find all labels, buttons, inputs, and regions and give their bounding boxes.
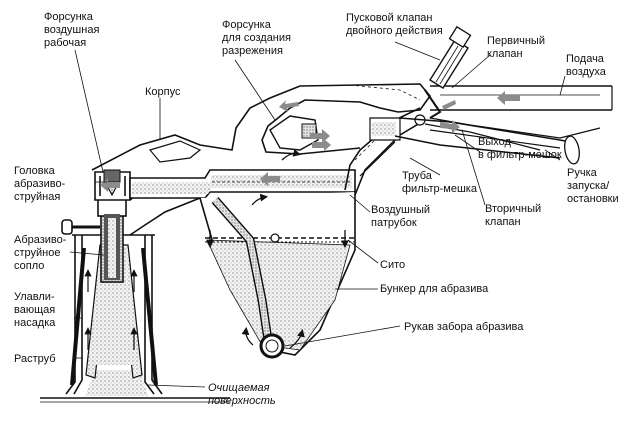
label-vacuum-nozzle: Форсунка для создания разрежения	[222, 19, 294, 57]
label-blast-nozzle: Абразиво- струйное сопло	[14, 234, 70, 272]
flow-arrows	[100, 91, 520, 192]
label-capture-attachment: Улавли- вающая насадка	[14, 291, 58, 329]
label-exit-filter-bag: Выход в фильтр-мешок	[478, 136, 562, 161]
start-valve	[414, 25, 472, 126]
label-air-supply: Подача воздуха	[566, 53, 607, 78]
arrow-vacuum-1	[279, 100, 299, 112]
arrow-exit-1	[440, 120, 460, 133]
curved-arrows	[206, 149, 349, 349]
label-secondary-valve: Вторичный клапан	[485, 203, 544, 228]
arrow-channel-mid	[260, 172, 280, 186]
leader-lines	[69, 41, 566, 388]
abrasive-hopper	[199, 192, 356, 356]
label-bell: Раструб	[14, 353, 56, 365]
device-drawing	[40, 25, 613, 403]
air-pipe	[344, 107, 426, 196]
label-start-valve: Пусковой клапан двойного действия	[346, 12, 443, 37]
label-start-stop-handle: Ручка запуска/ остановки	[567, 167, 619, 205]
label-air-pipe: Воздушный патрубок	[371, 204, 433, 229]
blast-nozzle	[97, 195, 127, 283]
abrasive-intake-hose	[211, 197, 285, 359]
vacuum-nozzle	[269, 115, 401, 151]
adjustment-knob	[61, 219, 100, 235]
label-surface: Очищаемая поверхность	[208, 382, 276, 407]
capture-attachment	[65, 234, 163, 395]
label-blast-head: Головка абразиво- струйная	[14, 165, 68, 203]
arrow-channel-left	[100, 178, 120, 192]
air-supply-pipe	[430, 85, 613, 111]
diagram-labels: Форсунка воздушная рабочая Корпус Форсун…	[14, 11, 619, 407]
label-housing: Корпус	[145, 86, 181, 98]
dashed-air-line	[349, 84, 421, 101]
arrow-air-supply	[497, 91, 520, 105]
label-abrasive-hopper: Бункер для абразива	[380, 283, 489, 295]
label-sieve: Сито	[380, 259, 405, 271]
label-air-nozzle-working: Форсунка воздушная рабочая	[44, 11, 102, 49]
label-filter-bag-tube: Труба фильтр-мешка	[402, 170, 478, 195]
arrow-primary	[442, 100, 456, 110]
label-primary-valve: Первичный клапан	[487, 35, 548, 60]
label-abrasive-intake-hose: Рукав забора абразива	[404, 321, 524, 333]
arrow-vacuum-2	[310, 129, 330, 143]
sieve	[205, 237, 355, 243]
cleaned-surface	[40, 397, 230, 403]
capture-airflow-arrows	[84, 269, 138, 350]
arrow-vacuum-3	[312, 139, 331, 151]
